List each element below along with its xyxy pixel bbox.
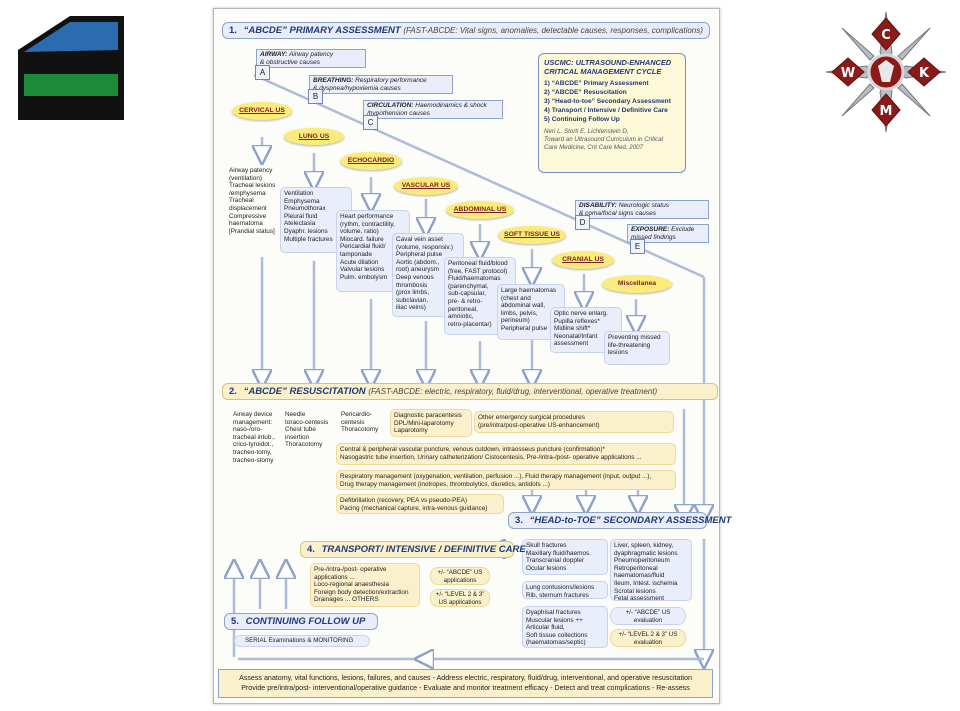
cycle-item: 3) “Head-to-toe” Secondary Assessment [544, 98, 671, 105]
flag-logo [18, 16, 124, 120]
airway-step: AIRWAY: Airway patency & obstructive cau… [256, 49, 366, 68]
secondary-assessment-header: 3. “HEAD-to-TOE” SECONDARY ASSESSMENT [508, 512, 731, 529]
exposure-step: EXPOSURE: Exclude missed findings [627, 224, 709, 243]
cycle-item: 4) Transport / Intensive / Definitive Ca… [544, 107, 668, 114]
circulation-step: CIRCULATION: Haemodinamics & shock /hypo… [363, 100, 503, 119]
cycle-reference: Neri L, Storti E, Lichtenstein D, Toward… [544, 128, 664, 151]
needle-thoracocentesis: Needle toraco-centesis Chest tube insert… [285, 411, 329, 449]
step-label: EXPOSURE: [631, 226, 670, 233]
step-text: Neurologic status & coma/focal signs cau… [579, 202, 669, 217]
section-title: CONTINUING FOLLOW UP [245, 616, 366, 627]
respiratory-management: Respiratory management (oxygenation, ven… [336, 470, 676, 490]
vascular-puncture: Central & peripheral vascular puncture, … [336, 443, 676, 465]
step-text: Airway patency & obstructive causes [260, 51, 334, 66]
diagram-page: 1. “ABCDE” PRIMARY ASSESSMENT (FAST-ABCD… [213, 8, 731, 704]
cranial-us-label: CRANIAL US [552, 251, 614, 269]
section-title: TRANSPORT/ INTENSIVE / DEFINITIVE CARE [321, 544, 526, 555]
diagnostic-paracentesis: Diagnostic paracentesis DPL/Mini-laparot… [390, 409, 472, 437]
cervical-findings: Airway patency (ventilation) Tracheal le… [229, 167, 276, 235]
lung-us-label: LUNG US [284, 128, 344, 145]
serial-examinations: SERIAL Examinations & MONITORING [234, 635, 370, 647]
cycle-item: 2) “ABCDE” Resuscitation [544, 89, 627, 96]
us-applications-level: +/- “LEVEL 2 & 3” US applications [430, 589, 490, 607]
disability-step: DISABILITY: Neurologic status & coma/foc… [575, 200, 709, 219]
resuscitation-header: 2. “ABCDE” RESUSCITATION (FAST-ABCDE: el… [222, 383, 718, 400]
uscmc-cycle-box: USCMC: ULTRASOUND-ENHANCED CRITICAL MANA… [538, 53, 686, 173]
section-title: “ABCDE” PRIMARY ASSESSMENT [243, 25, 401, 36]
cycle-title: USCMC: ULTRASOUND-ENHANCED [544, 58, 672, 67]
dyaphisal-fractures: Dyaphisal fractures Muscular lesions ++ … [522, 606, 608, 648]
section-number: 4. [307, 544, 315, 555]
soft-tissue-us-label: SOFT TISSUE US [498, 226, 566, 244]
echocardio-label: ECHOCARDIO [340, 152, 402, 170]
section-number: 5. [231, 616, 239, 627]
us-evaluation-abcde: +/- “ABCDE” US evaluation [610, 607, 686, 625]
section-subtitle: (FAST-ABCDE: electric, respiratory, flui… [368, 387, 658, 396]
step-label: BREATHING: [313, 77, 354, 84]
section-subtitle: (FAST-ABCDE: Vital signs, anomalies, det… [403, 26, 703, 35]
circulation-letter: C [363, 115, 378, 130]
lung-contusions: Lung contusions/lesions Rib, sternum fra… [522, 581, 608, 599]
step-text: Respiratory performance & dyspnea/hypoxi… [313, 77, 427, 92]
section-title: “ABCDE” RESUSCITATION [243, 386, 366, 397]
section-number: 3. [515, 515, 523, 526]
followup-header: 5. CONTINUING FOLLOW UP [224, 613, 378, 630]
miscellanea-findings: Preventing missed life-threatening lesio… [604, 331, 670, 365]
footer-line: Provide pre/intra/post- interventional/o… [241, 683, 690, 692]
skull-fractures: Skull fractures Maxillary fluid/haemos. … [522, 539, 608, 575]
section-title: “HEAD-to-TOE” SECONDARY ASSESSMENT [529, 515, 732, 526]
step-label: CIRCULATION: [367, 102, 414, 109]
vascular-us-label: VASCULAR US [394, 177, 458, 195]
step-text: Haemodinamics & shock /hypothension caus… [367, 102, 487, 117]
cycle-item: 1) “ABCDE” Primary Assessment [544, 80, 649, 87]
primary-assessment-header: 1. “ABCDE” PRIMARY ASSESSMENT (FAST-ABCD… [222, 22, 710, 39]
miscellanea-label: Miscellanea [602, 275, 672, 293]
step-label: AIRWAY: [260, 51, 288, 58]
transport-applications: Pre-/intra-/post- operative applications… [310, 563, 420, 607]
cross-emblem-logo: C W K M [825, 11, 947, 133]
defibrillation-pacing: Defibrillation (recovery, PEA vs pseudo-… [336, 494, 504, 514]
airway-letter: A [255, 65, 270, 80]
breathing-letter: B [308, 89, 323, 104]
section-number: 1. [229, 25, 237, 36]
liver-spleen-kidney: Liver, spleen, kidney, dyaphragmatic les… [610, 539, 692, 602]
emblem-letter: C [881, 28, 891, 43]
breathing-step: BREATHING: Respiratory performance & dys… [309, 75, 453, 94]
us-evaluation-level: +/- “LEVEL 2 & 3” US evaluation [610, 629, 686, 647]
exposure-letter: E [630, 239, 645, 254]
cycle-item: 5) Continuing Follow Up [544, 116, 620, 123]
transport-header: 4. TRANSPORT/ INTENSIVE / DEFINITIVE CAR… [300, 541, 526, 558]
emblem-letter: K [919, 66, 930, 81]
pericardiocentesis: Pericardio- centesis Thoracotomy [341, 411, 379, 434]
step-label: DISABILITY: [579, 202, 617, 209]
footer-summary: Assess anatomy, vital functions, lesions… [218, 669, 713, 698]
abdominal-us-label: ABDOMINAL US [446, 201, 514, 219]
airway-device-management: Airway device management: naso-/oro- tra… [233, 411, 275, 464]
other-surgical-procedures: Other emergency surgical procedures (pre… [474, 411, 674, 433]
cervical-us-label: CERVICAL US [232, 102, 292, 120]
footer-line: Assess anatomy, vital functions, lesions… [239, 674, 692, 682]
emblem-letter: W [841, 66, 855, 81]
section-number: 2. [229, 386, 237, 397]
step-text: Exclude missed findings [631, 226, 695, 241]
disability-letter: D [575, 215, 590, 230]
cycle-title: CRITICAL MANAGEMENT CYCLE [544, 67, 662, 76]
connector-arrows [214, 73, 719, 703]
emblem-letter: M [880, 104, 893, 119]
us-applications-abcde: +/- “ABCDE” US applications [430, 567, 490, 585]
